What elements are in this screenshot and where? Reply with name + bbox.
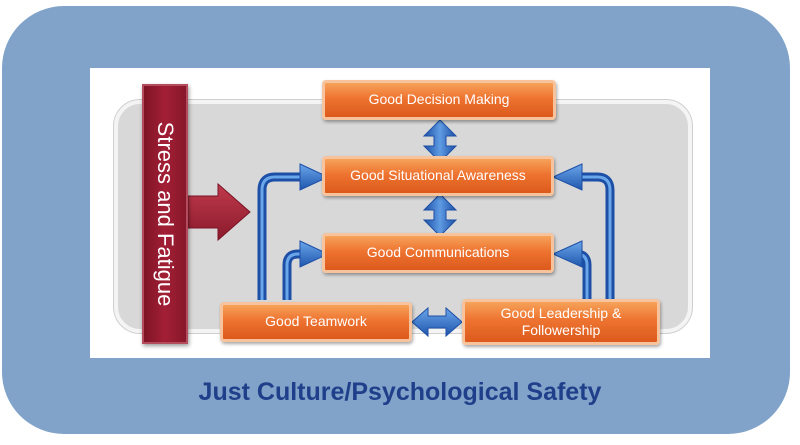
leadership-box: Good Leadership & Followership [462, 299, 660, 345]
teamwork-leadership-double-arrow [411, 306, 463, 338]
decision-making-label: Good Decision Making [368, 91, 510, 108]
teamwork-to-awareness-line [257, 172, 302, 300]
stress-fatigue-bar: Stress and Fatigue [142, 84, 188, 344]
communications-box: Good Communications [322, 233, 554, 273]
leadership-label: Good Leadership & Followership [500, 304, 622, 339]
stress-fatigue-label: Stress and Fatigue [153, 121, 178, 307]
footer-title: Just Culture/Psychological Safety [198, 378, 602, 406]
awareness-left-arrowhead [299, 163, 330, 191]
communications-left-arrowhead [299, 240, 330, 268]
situational-awareness-box: Good Situational Awareness [322, 156, 554, 196]
awareness-communications-double-arrow [422, 193, 458, 237]
communications-right-arrowhead [551, 240, 583, 268]
decision-making-box: Good Decision Making [322, 80, 556, 120]
awareness-right-arrowhead [551, 163, 583, 191]
teamwork-box: Good Teamwork [220, 302, 412, 342]
teamwork-label: Good Teamwork [265, 313, 367, 330]
communications-label: Good Communications [366, 244, 510, 261]
stress-arrow [187, 182, 251, 242]
situational-awareness-label: Good Situational Awareness [350, 167, 526, 184]
